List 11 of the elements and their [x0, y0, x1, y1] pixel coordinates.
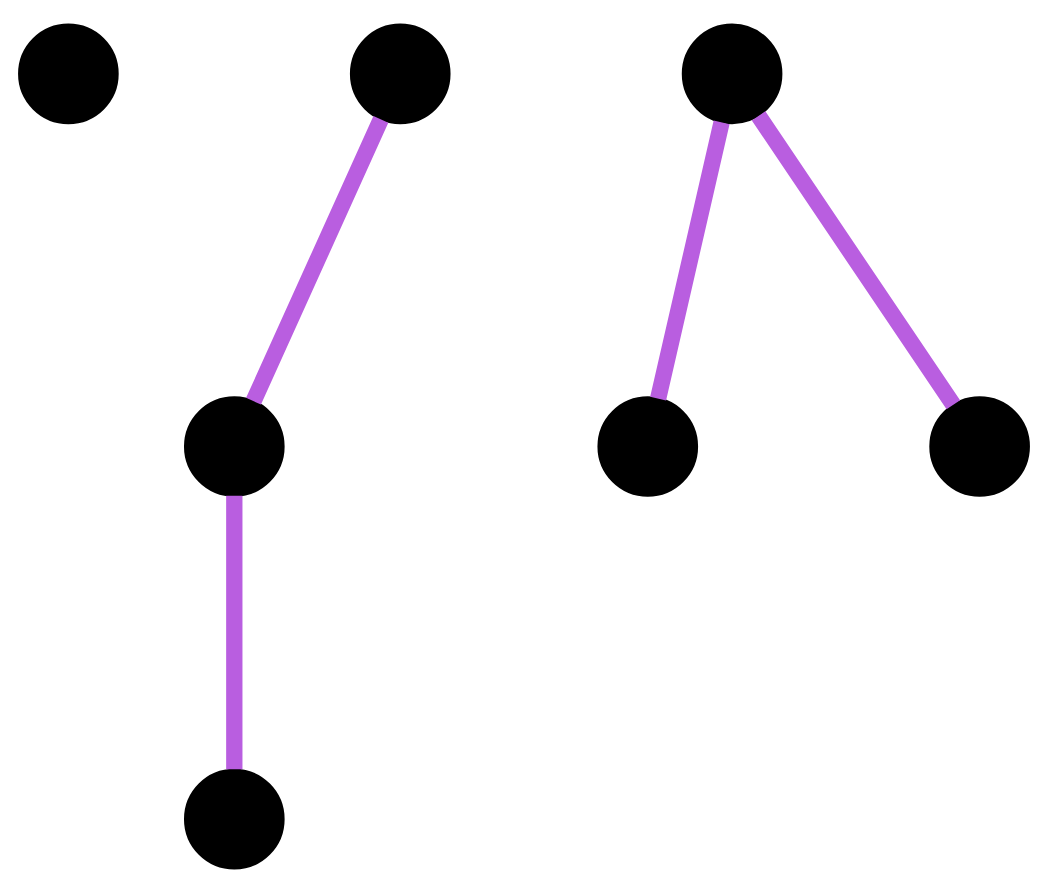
node-circle [349, 23, 451, 125]
node-circle [184, 396, 285, 497]
node-circle [597, 396, 699, 497]
node-circle [184, 768, 285, 870]
connector [650, 120, 730, 401]
connector [751, 111, 961, 410]
node-circle [18, 23, 119, 125]
connector [246, 116, 389, 405]
node-circle [929, 396, 1030, 497]
connector [226, 495, 243, 770]
node-circle [681, 23, 783, 125]
